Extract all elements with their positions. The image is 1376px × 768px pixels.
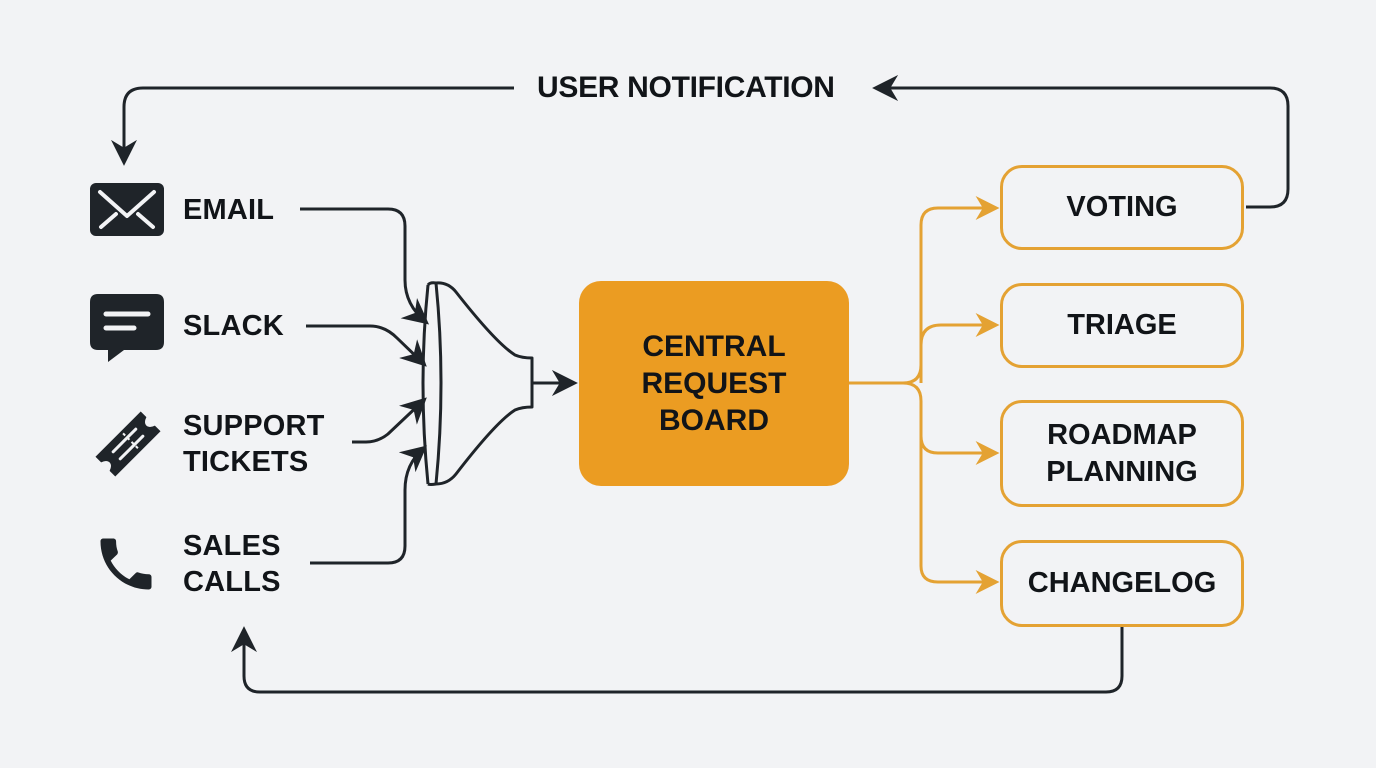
output-changelog[interactable]: CHANGELOG xyxy=(1000,540,1244,627)
output-roadmap-planning[interactable]: ROADMAP PLANNING xyxy=(1000,400,1244,507)
edge-central-to-triage xyxy=(919,313,1000,346)
phone-icon xyxy=(92,530,160,598)
central-output-edges xyxy=(849,196,1000,594)
edge-sales-to-funnel xyxy=(310,445,427,565)
edge-central-to-roadmap xyxy=(902,381,1000,465)
ticket-icon xyxy=(90,406,166,482)
source-slack-label: SLACK xyxy=(183,310,284,342)
envelope-icon xyxy=(90,183,164,236)
edge-voting-to-notification xyxy=(872,75,1290,209)
source-sales-calls-label: SALES CALLS xyxy=(183,530,281,598)
source-email-label: EMAIL xyxy=(183,194,275,226)
edge-central-to-changelog xyxy=(919,436,1000,594)
funnel-icon xyxy=(421,281,534,486)
output-triage[interactable]: TRIAGE xyxy=(1000,283,1244,368)
edge-notification-to-email xyxy=(111,86,514,166)
edge-slack-to-funnel xyxy=(306,324,427,367)
edge-email-to-funnel xyxy=(300,207,430,325)
edge-support-to-funnel xyxy=(352,397,427,444)
user-notification-label: USER NOTIFICATION xyxy=(537,71,835,104)
edge-changelog-to-sales xyxy=(231,626,1124,694)
central-request-board[interactable]: CENTRAL REQUEST BOARD xyxy=(579,281,849,486)
edge-central-to-voting xyxy=(919,196,1000,383)
chat-bubble-icon xyxy=(90,294,164,362)
edge-central-to-trunk xyxy=(849,364,923,385)
source-support-tickets-label: SUPPORT TICKETS xyxy=(183,410,325,478)
output-voting[interactable]: VOTING xyxy=(1000,165,1244,250)
